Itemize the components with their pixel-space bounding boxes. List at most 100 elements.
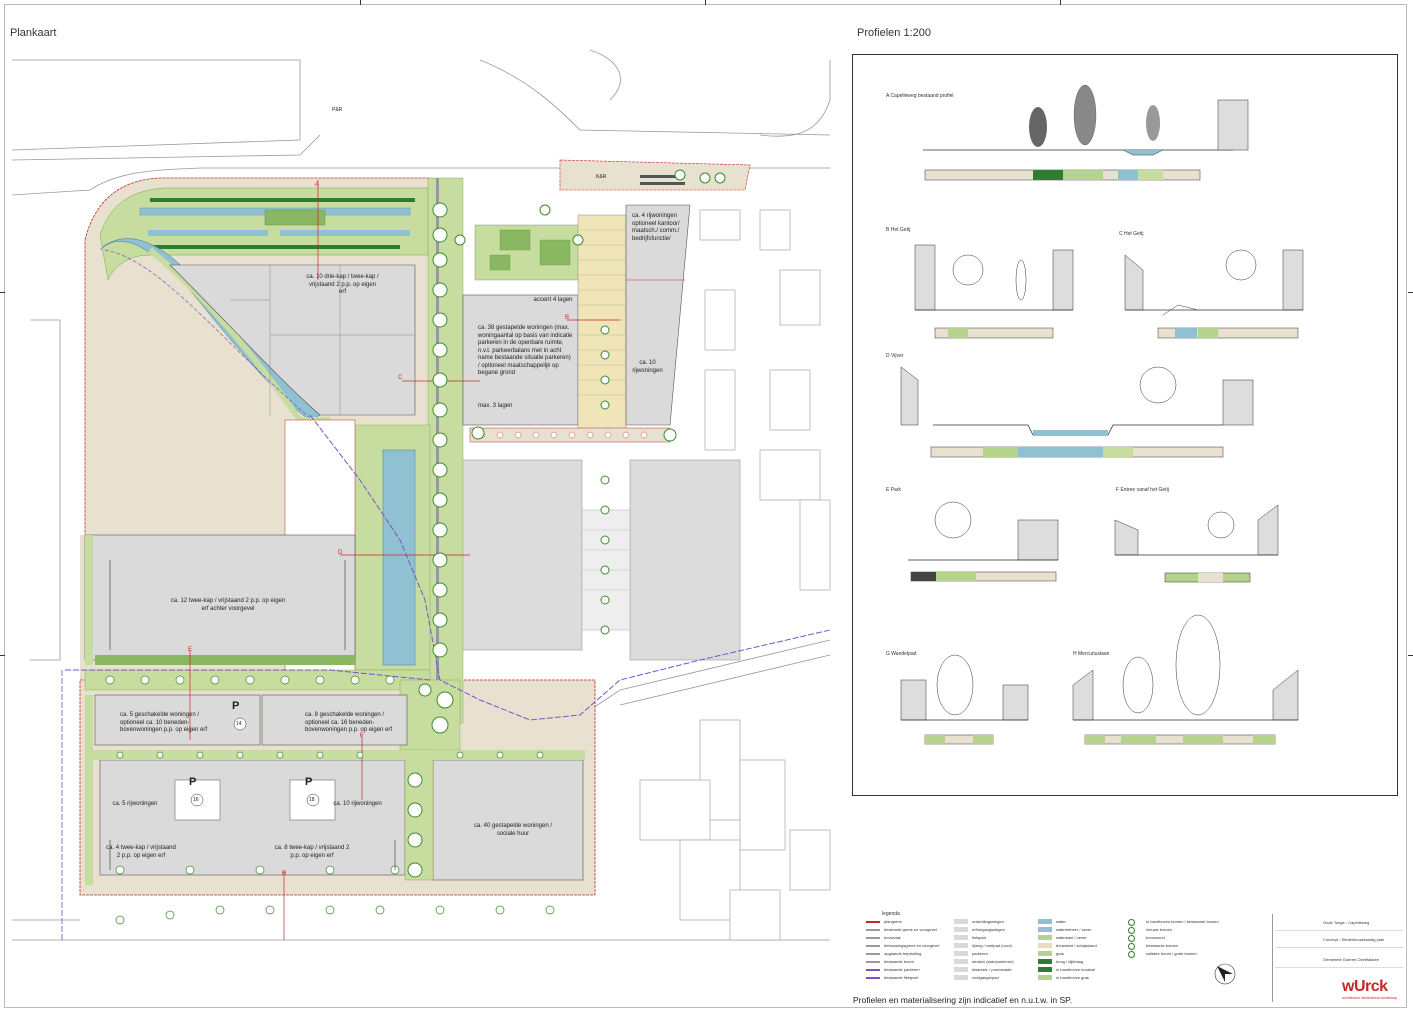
plan-map bbox=[11, 49, 831, 941]
label-block-8: ca. 8 geschakelde woningen / optioneel c… bbox=[305, 712, 393, 733]
legend-swatch bbox=[954, 935, 968, 940]
legend-item: bestaande parkeren bbox=[884, 967, 920, 972]
profile-c-title: C Het Getij bbox=[1119, 231, 1144, 237]
hedge-strip-2 bbox=[150, 245, 400, 249]
titleblock-client: Gemeente Goeree-Overflakkee bbox=[1275, 957, 1403, 968]
tree-row-small bbox=[105, 675, 555, 925]
legend-item: opgaande beplanting bbox=[884, 951, 922, 956]
sheet-tick bbox=[1060, 0, 1061, 5]
legend-item: rijweg / voetpad (rood) bbox=[972, 943, 1012, 948]
legend-item: erftoegangswegen bbox=[972, 927, 1005, 932]
existing-building bbox=[461, 459, 583, 651]
legend-heading: legenda bbox=[882, 911, 900, 917]
legend-item: parkeren bbox=[972, 951, 988, 956]
legend: legenda plangrens bestemde grens en voorg… bbox=[866, 895, 1266, 990]
profiles-frame: A Capelleweg bestaand profiel B Het Geti… bbox=[852, 54, 1398, 796]
legend-item: fietspad bbox=[972, 935, 987, 940]
hedge-strip bbox=[150, 198, 415, 202]
titleblock-project: Oude Tonge - Capelleweg bbox=[1275, 920, 1403, 931]
pond bbox=[382, 449, 416, 666]
legend-item: bestaande boom bbox=[884, 959, 914, 964]
label-block-12: ca. 12 twee-kap / vrijstaand 2 p.p. op e… bbox=[170, 598, 286, 612]
titleblock-phase: Concept - Stedenbouwkundig plan bbox=[1275, 937, 1403, 948]
legend-item: ontsluitingswegen bbox=[972, 919, 1004, 924]
parking-badge bbox=[190, 793, 204, 807]
profiles-title: Profielen 1:200 bbox=[857, 27, 931, 39]
legend-swatch bbox=[1038, 919, 1052, 924]
label-block-40: ca. 40 gestapelde woningen / sociale huu… bbox=[473, 823, 553, 837]
legend-swatch bbox=[1128, 919, 1135, 926]
legend-item: bestaande bomen bbox=[1146, 943, 1179, 948]
legend-swatch bbox=[1038, 967, 1052, 972]
legend-item: voetgangerpad bbox=[972, 975, 999, 980]
parking-p: P bbox=[232, 700, 240, 712]
parking-18: 18 bbox=[309, 797, 315, 803]
profile-a bbox=[923, 84, 1249, 181]
wurck-logo: wUrck bbox=[1342, 978, 1388, 995]
legend-item: bestemde grens en voorgevel bbox=[884, 927, 937, 932]
label-block-4: ca. 4 twee-kap / vrijstaand 2 p.p. op ei… bbox=[106, 845, 176, 859]
corridor-path bbox=[436, 178, 439, 723]
west-green bbox=[85, 535, 93, 665]
legend-item: nieuwe bomen bbox=[1146, 927, 1173, 932]
block-8 bbox=[261, 694, 408, 746]
legend-swatch bbox=[866, 929, 880, 931]
section-letter-c: C bbox=[398, 375, 403, 381]
sheet-tick bbox=[705, 0, 706, 5]
purple-path bbox=[309, 414, 831, 721]
existing-building bbox=[629, 459, 741, 661]
profile-h-title: H Mercuriuslaan bbox=[1073, 651, 1110, 657]
legend-item: in handhoven gras bbox=[1056, 975, 1089, 980]
profile-g bbox=[900, 654, 1029, 745]
legend-item: bestaande fietspad bbox=[884, 975, 918, 980]
legend-swatch bbox=[866, 937, 880, 939]
legend-swatch bbox=[1128, 935, 1135, 942]
block-center bbox=[462, 294, 579, 426]
parking-strip bbox=[577, 214, 627, 431]
legend-swatch bbox=[866, 969, 880, 971]
legend-item: bouwvlak bbox=[884, 935, 901, 940]
pr-label: P&R bbox=[332, 107, 343, 113]
water-strip-2 bbox=[148, 230, 268, 236]
section-letter-e: E bbox=[188, 647, 193, 653]
label-accent: accent 4 lagen bbox=[533, 297, 573, 303]
legend-item: waterkant / oever bbox=[1056, 935, 1087, 940]
profile-f bbox=[1114, 504, 1279, 583]
street-green bbox=[85, 750, 585, 760]
legend-swatch bbox=[866, 953, 880, 955]
canal-bank bbox=[148, 247, 330, 423]
kr-label: K&R bbox=[596, 174, 607, 180]
block-ne bbox=[625, 204, 691, 426]
parking-14: 14 bbox=[236, 721, 242, 727]
tree-row bbox=[407, 169, 726, 878]
legend-item: stroken (auto/parkeren) bbox=[972, 959, 1014, 964]
wurck-logo-subtitle: architectuur stedenbouw landschap bbox=[1342, 996, 1398, 1000]
legend-item: in handhoven bomen / bestaande bomen bbox=[1146, 919, 1219, 924]
section-letter-b: B bbox=[565, 315, 570, 321]
profile-d-title: D Vijver bbox=[886, 353, 904, 359]
parking-p: P bbox=[305, 776, 313, 788]
label-block-8b: ca. 8 twee-kap / vrijstaand 2 p.p. op ei… bbox=[274, 845, 350, 859]
green-block bbox=[264, 209, 326, 226]
block-12 bbox=[84, 534, 356, 661]
legend-item: in handhoven houtwal bbox=[1056, 967, 1095, 972]
section-letter-f: F bbox=[360, 733, 364, 739]
legend-item: plangrens bbox=[884, 919, 902, 924]
building-front-lines bbox=[109, 560, 396, 870]
west-green-s bbox=[85, 695, 93, 885]
legend-swatch bbox=[866, 945, 880, 947]
parking-badge bbox=[233, 717, 247, 731]
legend-swatch bbox=[1038, 951, 1052, 956]
sheet-tick bbox=[0, 292, 5, 293]
block-40 bbox=[432, 759, 584, 881]
parking-16: 16 bbox=[193, 797, 199, 803]
titleblock: Oude Tonge - Capelleweg Concept - Steden… bbox=[1272, 914, 1404, 1002]
legend-swatch bbox=[954, 943, 968, 948]
legend-item: solitaire boom / grote bomen bbox=[1146, 951, 1197, 956]
legend-swatch bbox=[954, 951, 968, 956]
legend-swatch bbox=[954, 927, 968, 932]
legend-item: bebouwingsgrens en voorgevel bbox=[884, 943, 940, 948]
sheet-tick bbox=[1408, 655, 1413, 656]
legend-item: dwarsstr. / promenade bbox=[972, 967, 1012, 972]
parking-badge bbox=[306, 793, 320, 807]
